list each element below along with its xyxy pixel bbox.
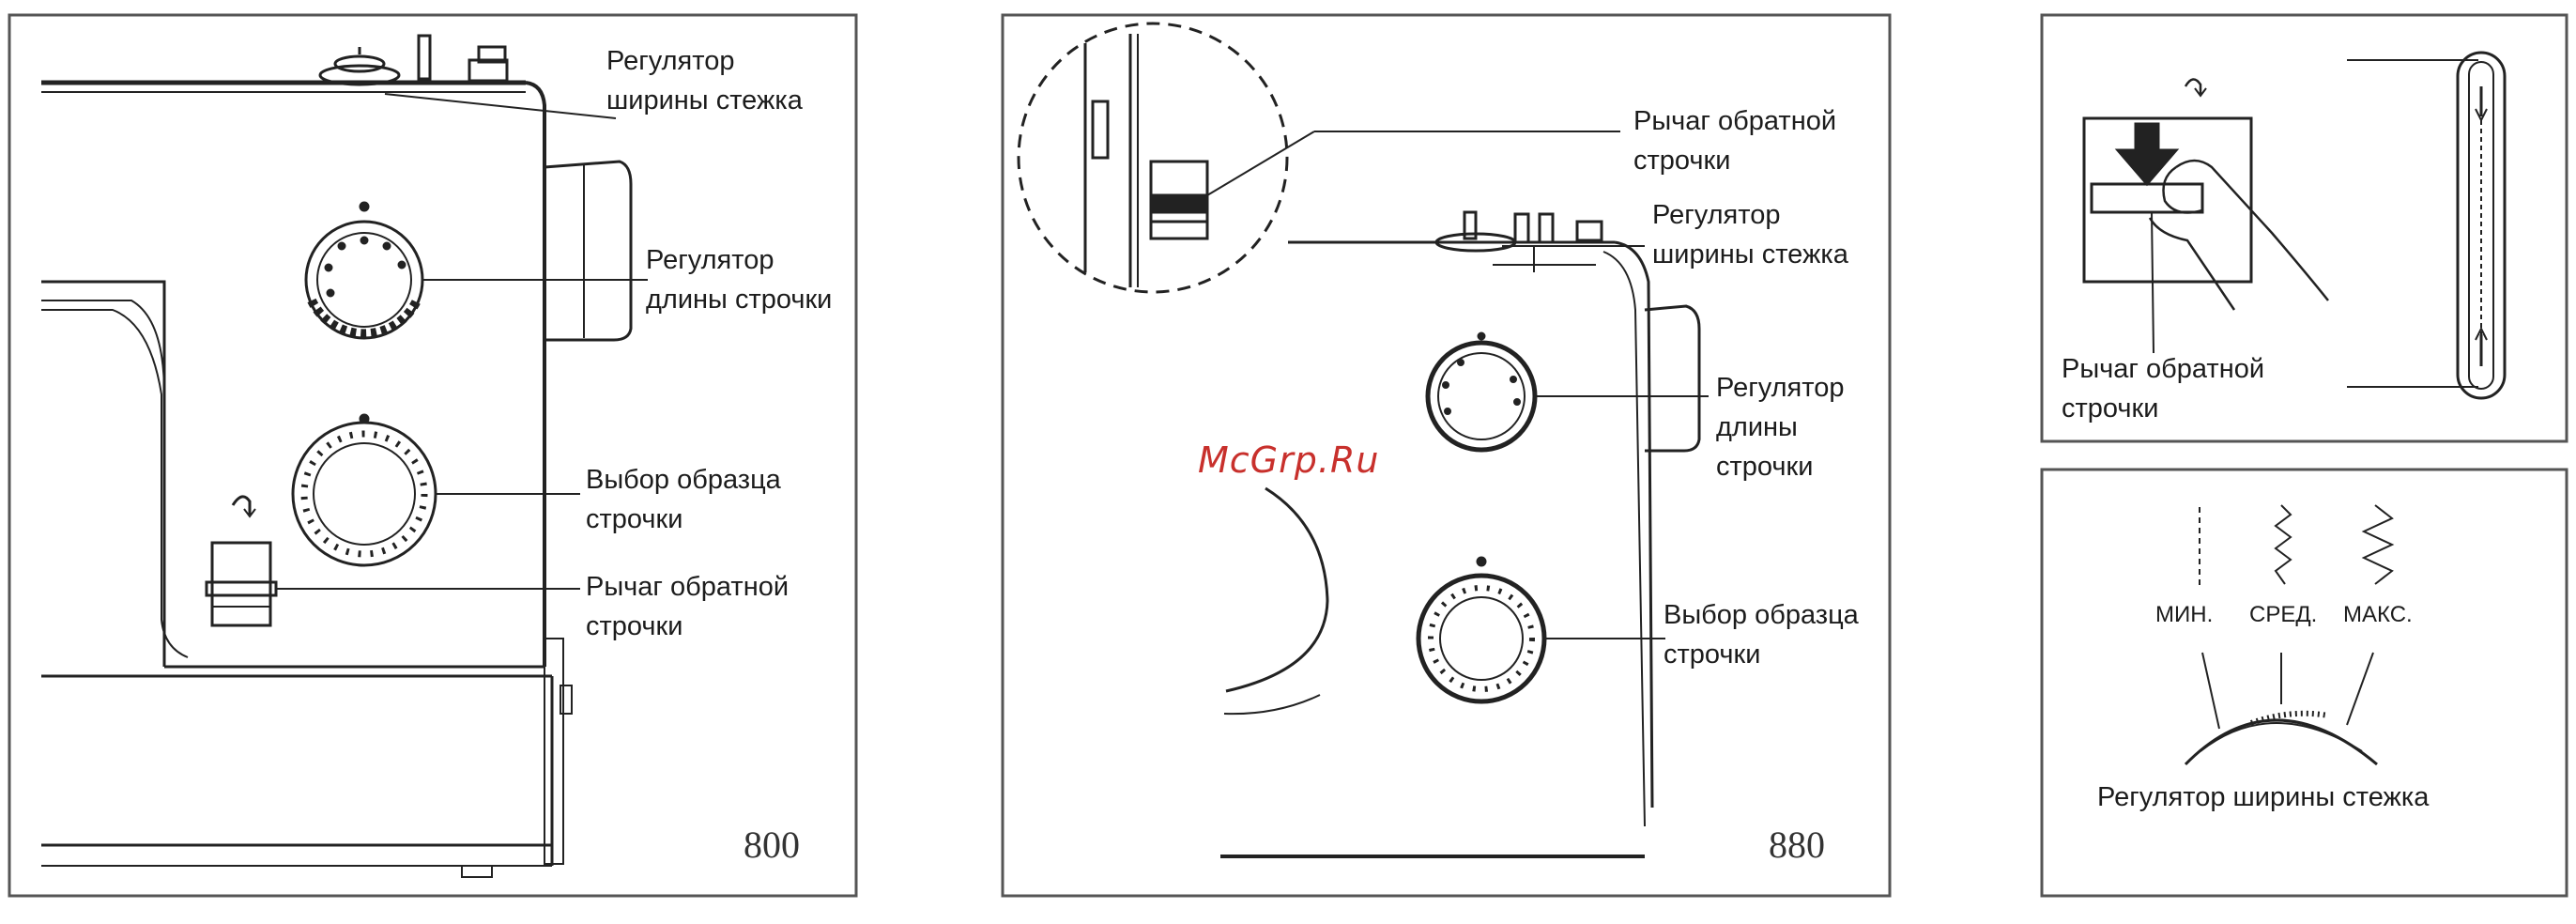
label-880-length-regulator: Регулятор длины строчки (1716, 368, 1844, 486)
reverse-detail-drawing (2084, 53, 2505, 398)
pattern-dial-800 (293, 415, 436, 565)
pattern-dial-880 (1418, 558, 1544, 701)
length-dial-880 (1428, 333, 1535, 450)
width-detail-drawing (2185, 505, 2392, 764)
model-number-880: 880 (1769, 823, 1825, 867)
label-reverse-lever-detail: Рычаг обратной строчки (2062, 349, 2264, 428)
top-knobs-800 (320, 36, 507, 85)
label-800-length-regulator: Регулятор длины строчки (646, 240, 832, 319)
machine-800-drawing (41, 36, 648, 877)
label-800-width-regulator: Регулятор ширины стежка (606, 41, 803, 120)
model-number-800: 800 (744, 823, 800, 867)
medium-stitch-icon (2276, 505, 2291, 584)
label-880-reverse-lever: Рычаг обратной строчки (1633, 101, 1836, 180)
label-800-reverse-lever: Рычаг обратной строчки (586, 567, 789, 646)
setting-min-label: МИН. (2155, 601, 2213, 629)
width-regulator-caption: Регулятор ширины стежка (2097, 778, 2429, 817)
max-stitch-icon (2364, 505, 2392, 584)
setting-medium-label: СРЕД. (2249, 601, 2317, 629)
callout-800-width (385, 94, 616, 118)
length-dial-800 (306, 203, 422, 338)
label-800-pattern-selector: Выбор образца строчки (586, 460, 781, 539)
label-880-width-regulator: Регулятор ширины стежка (1652, 195, 1848, 274)
reverse-lever-800 (207, 497, 276, 625)
label-880-pattern-selector: Выбор образца строчки (1664, 595, 1859, 674)
lever-inset-880 (1019, 23, 1287, 292)
panel-800-frame (9, 15, 856, 896)
panel-width-frame (2042, 470, 2567, 896)
setting-max-label: МАКС. (2343, 601, 2413, 629)
callout-880-reverse (1207, 131, 1314, 195)
watermark-text: McGrp.Ru (1198, 439, 1379, 481)
